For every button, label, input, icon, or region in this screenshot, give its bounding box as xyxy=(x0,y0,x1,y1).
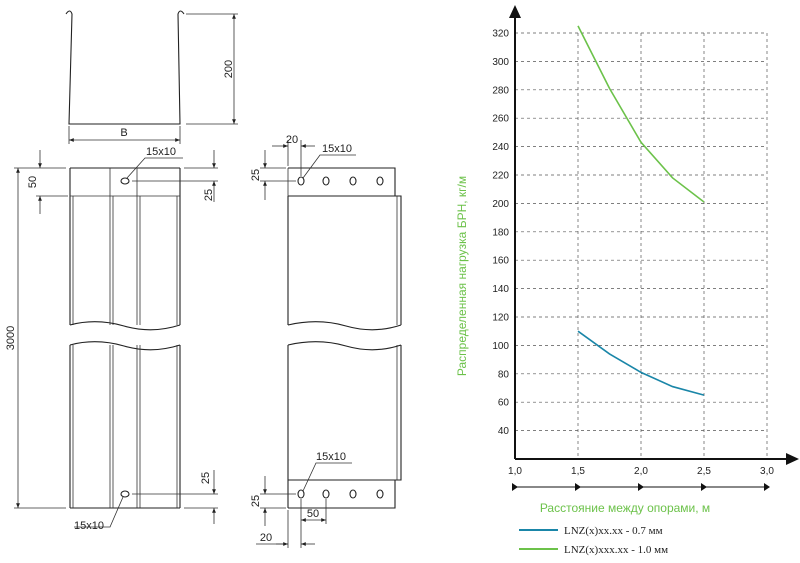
chart-series-line-1 xyxy=(577,330,705,396)
chart-x-ticks: 1,0 1,5 2,0 2,5 3,0 xyxy=(508,466,774,477)
chart-y-tick-label: 140 xyxy=(492,284,509,295)
chart-x-secondary-mark xyxy=(701,483,707,491)
side-top-hole-1 xyxy=(297,176,305,186)
side-upper-break xyxy=(287,321,402,331)
chart-series-line-2 xyxy=(577,25,705,203)
side-top-spacing-label: 20 xyxy=(286,134,298,146)
front-bottom-edge-extension xyxy=(132,493,218,509)
side-pitch-extension xyxy=(300,499,327,548)
chart-x-secondary-mark xyxy=(638,483,644,491)
chart-y-tick-label: 120 xyxy=(492,313,509,324)
chart-x-tick-label: 1,5 xyxy=(571,466,585,477)
side-bottom-slot-label: 15x10 xyxy=(316,451,346,463)
chart-y-tick-label: 220 xyxy=(492,171,509,182)
front-offset-label: 50 xyxy=(27,176,39,188)
chart-x-secondary-marks xyxy=(512,483,770,491)
front-length-label: 3000 xyxy=(5,326,17,350)
front-upper-ribs xyxy=(70,168,180,325)
front-bottom-slot-label: 15x10 xyxy=(74,520,104,532)
load-chart: 40 60 80 100 120 140 160 180 200 220 240 260 280 300 3… xyxy=(455,5,799,556)
side-bottom-spacing-label: 20 xyxy=(260,532,272,544)
chart-y-tick-label: 160 xyxy=(492,256,509,267)
chart-y-tick-label: 260 xyxy=(492,114,509,125)
front-bottom-slot-leader xyxy=(74,496,124,528)
side-top-hole-4 xyxy=(376,176,384,186)
front-lower-break xyxy=(69,341,181,351)
chart-y-ticks: 40 60 80 100 120 140 160 180 200 220 240 260 280 300 3… xyxy=(492,29,509,438)
chart-x-tick-label: 2,5 xyxy=(697,466,711,477)
side-bottom-hole-1 xyxy=(297,489,305,499)
tray-side-view: 20 15x10 25 15x10 25 50 20 xyxy=(250,134,402,548)
legend-label-2: LNZ(x)xxx.xx - 1.0 мм xyxy=(564,544,668,556)
side-top-slot-label: 15x10 xyxy=(322,143,352,155)
chart-y-tick-label: 240 xyxy=(492,142,509,153)
front-top-slot xyxy=(120,177,130,185)
chart-series xyxy=(577,25,705,396)
profile-height-label: 200 xyxy=(223,60,235,78)
side-bottom-edge-label: 25 xyxy=(250,495,262,507)
chart-y-tick-label: 40 xyxy=(498,426,510,437)
legend-label-1: LNZ(x)xx.xx - 0.7 мм xyxy=(564,525,663,537)
side-top-slot-leader xyxy=(302,154,356,179)
chart-grid xyxy=(515,32,768,459)
profile-width-label: B xyxy=(120,127,127,139)
chart-x-secondary-mark xyxy=(575,483,581,491)
side-bottom-hole-4 xyxy=(376,489,384,499)
chart-y-tick-label: 100 xyxy=(492,341,509,352)
chart-y-axis-arrow xyxy=(509,5,521,18)
chart-y-axis-title: Распределенная нагрузка БРН, кг/м xyxy=(455,176,469,376)
side-lower-break xyxy=(287,341,402,351)
front-bottom-edge-label: 25 xyxy=(200,472,212,484)
chart-y-tick-label: 180 xyxy=(492,227,509,238)
side-pitch-label: 50 xyxy=(307,508,319,520)
chart-y-tick-label: 200 xyxy=(492,199,509,210)
profile-outline xyxy=(65,10,185,125)
chart-x-axis-title: Расстояние между опорами, м xyxy=(540,501,710,515)
chart-x-tick-label: 2,0 xyxy=(634,466,648,477)
chart-y-tick-label: 60 xyxy=(498,398,510,409)
chart-x-secondary-mark xyxy=(512,483,518,491)
chart-y-tick-label: 320 xyxy=(492,29,509,40)
tray-profile: 200 B xyxy=(65,10,238,144)
side-bottom-slot-leader xyxy=(302,462,352,492)
front-lower-outline xyxy=(69,345,181,509)
side-upper-outline xyxy=(287,167,402,325)
chart-x-tick-label: 1,0 xyxy=(508,466,522,477)
side-bottom-hole-3 xyxy=(349,489,357,499)
front-top-slot-label: 15x10 xyxy=(146,146,176,158)
chart-y-tick-label: 80 xyxy=(498,369,510,380)
side-bottom-edge-extension xyxy=(260,493,296,509)
side-top-edge-label: 25 xyxy=(250,169,262,181)
chart-x-secondary-mark xyxy=(764,483,770,491)
front-upper-outline xyxy=(69,167,181,325)
tray-front-view: 3000 50 15x10 25 25 15x10 xyxy=(5,146,218,532)
profile-extension-lines xyxy=(186,13,238,125)
side-top-hole-3 xyxy=(349,176,357,186)
chart-x-tick-label: 3,0 xyxy=(760,466,774,477)
side-lower-outline xyxy=(287,345,402,509)
side-upper-lines xyxy=(287,168,398,325)
side-top-hole-2 xyxy=(322,176,330,186)
front-top-edge-extension xyxy=(132,167,218,182)
front-top-slot-leader xyxy=(126,157,183,179)
chart-legend: LNZ(x)xx.xx - 0.7 мм LNZ(x)xxx.xx - 1.0 м… xyxy=(519,525,668,556)
side-top-edge-extension xyxy=(260,167,296,182)
front-top-edge-label: 25 xyxy=(203,189,215,201)
front-bottom-slot xyxy=(120,490,130,498)
front-length-extension-lines xyxy=(14,167,66,509)
chart-y-tick-label: 280 xyxy=(492,85,509,96)
chart-x-axis-arrow xyxy=(786,453,799,465)
side-bottom-hole-2 xyxy=(322,489,330,499)
front-upper-break xyxy=(69,321,181,331)
chart-y-tick-label: 300 xyxy=(492,57,509,68)
front-lower-ribs xyxy=(72,345,178,508)
